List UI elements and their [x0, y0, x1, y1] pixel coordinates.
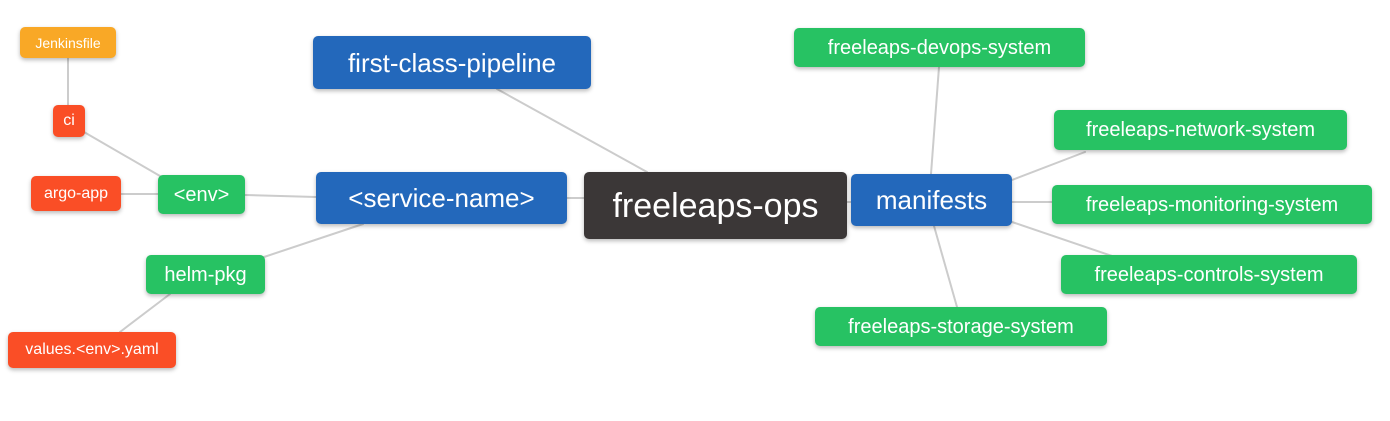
node-freeleaps-devops-system[interactable]: freeleaps-devops-system	[794, 28, 1085, 67]
node-freeleaps-controls-system[interactable]: freeleaps-controls-system	[1061, 255, 1357, 294]
node-values-env-yaml[interactable]: values.<env>.yaml	[8, 332, 176, 368]
edge-freeleaps-devops-system-to-manifests	[930, 66, 940, 175]
node-jenkinsfile[interactable]: Jenkinsfile	[20, 27, 116, 58]
node-service-name[interactable]: <service-name>	[316, 172, 567, 224]
edge-service-name-to-helm-pkg	[263, 223, 364, 258]
edge-helm-pkg-to-values-env-yaml	[119, 293, 171, 333]
edge-manifests-to-freeleaps-storage-system	[933, 225, 958, 308]
node-ci[interactable]: ci	[53, 105, 85, 137]
node-freeleaps-storage-system[interactable]: freeleaps-storage-system	[815, 307, 1107, 346]
node-first-class-pipeline[interactable]: first-class-pipeline	[313, 36, 591, 89]
edge-first-class-pipeline-to-freeleaps-ops	[496, 88, 648, 173]
node-env[interactable]: <env>	[158, 175, 245, 214]
edge-manifests-to-freeleaps-network-system	[1011, 151, 1086, 181]
node-argo-app[interactable]: argo-app	[31, 176, 121, 211]
node-freeleaps-ops[interactable]: freeleaps-ops	[584, 172, 847, 239]
node-manifests[interactable]: manifests	[851, 174, 1012, 226]
node-freeleaps-network-system[interactable]: freeleaps-network-system	[1054, 110, 1347, 150]
edge-manifests-to-freeleaps-controls-system	[1011, 221, 1113, 257]
edge-env-to-service-name	[244, 194, 317, 198]
edge-ci-to-env	[83, 131, 161, 177]
node-freeleaps-monitoring-system[interactable]: freeleaps-monitoring-system	[1052, 185, 1372, 224]
node-helm-pkg[interactable]: helm-pkg	[146, 255, 265, 294]
